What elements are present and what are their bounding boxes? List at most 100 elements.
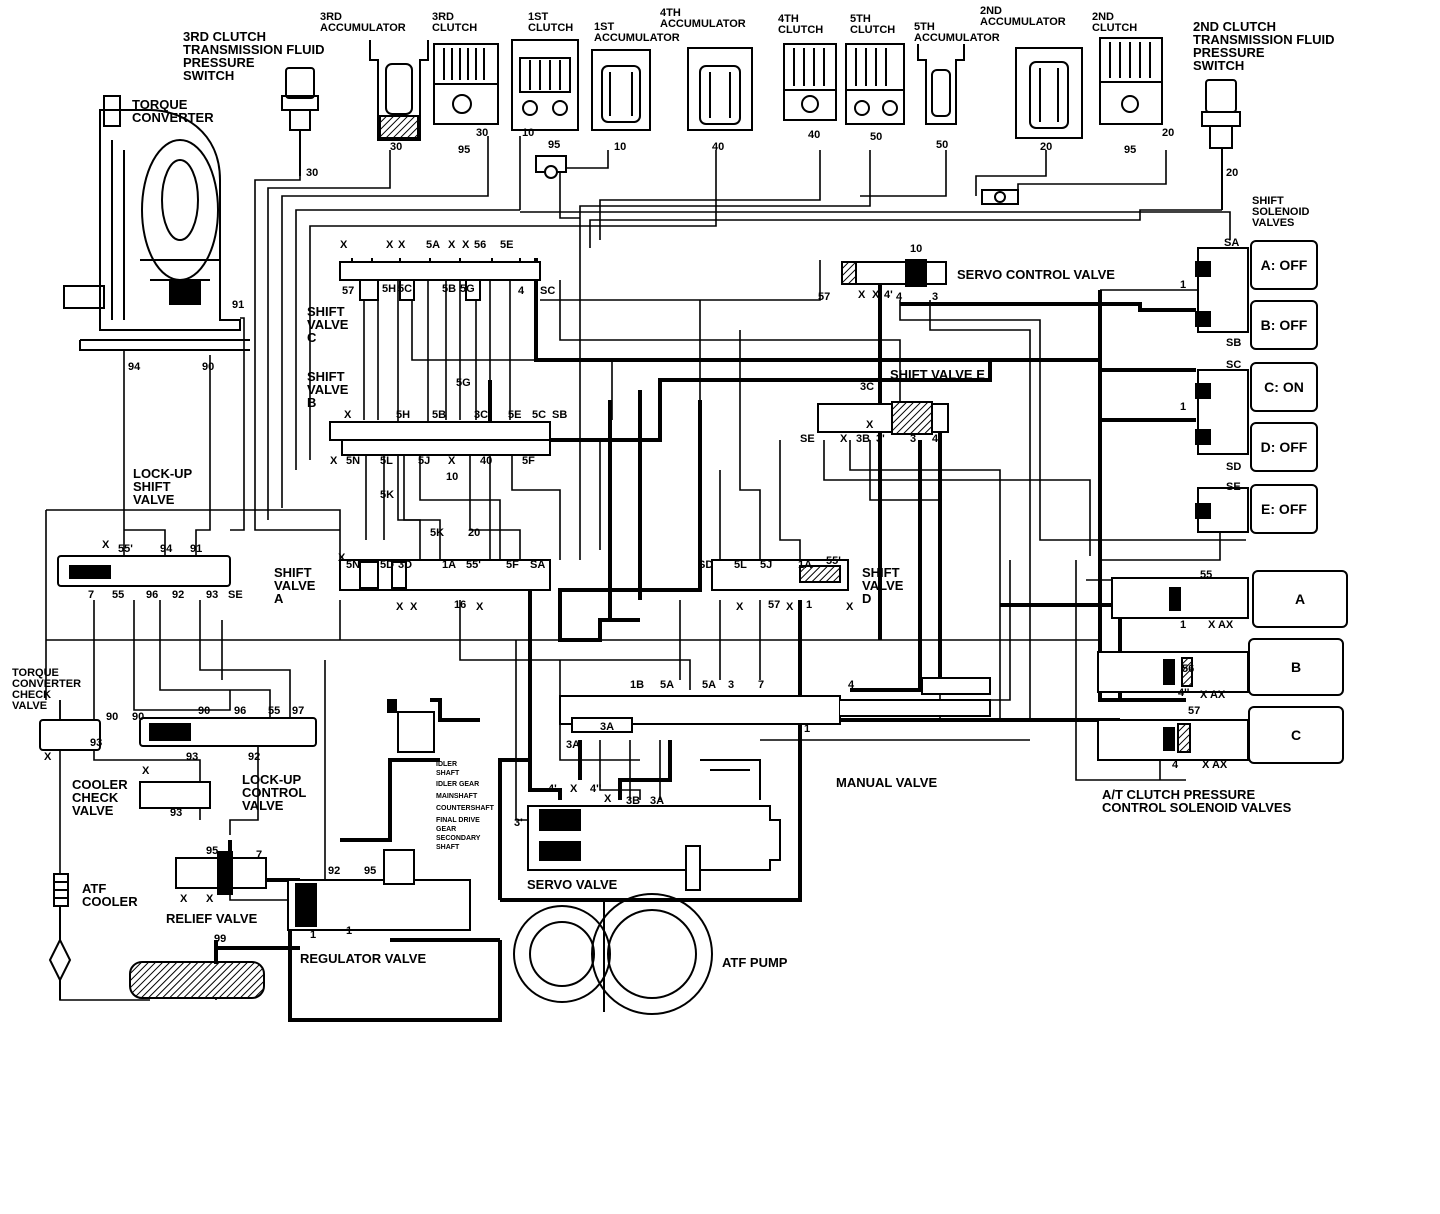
port-code-label: 1A xyxy=(798,559,813,571)
label-servo-control-valve: SERVO CONTROL VALVE xyxy=(957,267,1115,282)
port-code-label: 5B xyxy=(432,409,447,421)
port-code-label: 57 xyxy=(1188,705,1201,717)
label-2nd-accumulator: 2ND ACCUMULATOR xyxy=(980,5,1066,28)
label-5th-accumulator: 5TH ACCUMULATOR xyxy=(914,21,1000,44)
label-1st-accumulator: 1ST ACCUMULATOR xyxy=(594,21,680,44)
label-servo-valve: SERVO VALVE xyxy=(527,877,618,892)
label-2nd-clutch: 2ND CLUTCH xyxy=(1092,11,1138,34)
port-code-label: 3C xyxy=(474,409,489,421)
port-code-label: 56 xyxy=(1182,663,1195,675)
label-torque-converter-check-valve: TORQUE CONVERTER CHECK VALVE xyxy=(12,667,82,712)
port-code-label: 10 xyxy=(614,141,627,153)
port-code-label: 30 xyxy=(476,127,489,139)
port-code-label: X xyxy=(858,289,866,301)
port-code-label: 57 xyxy=(342,285,355,297)
port-code-label: 40 xyxy=(808,129,821,141)
port-code-label: X AX xyxy=(1202,759,1228,771)
port-code-label: 1A xyxy=(442,559,457,571)
port-code-label: X xyxy=(344,409,352,421)
label-3rd-clutch-pressure-switch: 3RD CLUTCH TRANSMISSION FLUID PRESSURE S… xyxy=(183,29,325,83)
port-code-label: 90 xyxy=(202,361,215,373)
label-3rd-clutch: 3RD CLUTCH xyxy=(432,11,478,34)
port-code-label: SD xyxy=(1226,461,1242,473)
port-code-label: 4 xyxy=(518,285,525,297)
port-code-label: X xyxy=(410,601,418,613)
label-4th-accumulator: 4TH ACCUMULATOR xyxy=(660,7,746,30)
accumulator-2nd-icon xyxy=(1015,47,1083,139)
port-code-label: X xyxy=(386,239,394,251)
port-code-label: 3D xyxy=(398,559,413,571)
pressure-switch-2nd-icon xyxy=(1201,79,1241,210)
pressure-solenoid-c: C xyxy=(1248,706,1344,764)
clutch-2nd-icon xyxy=(1099,37,1163,125)
port-code-label: SE xyxy=(1226,481,1241,493)
label-cooler-check-valve: COOLER CHECK VALVE xyxy=(72,777,128,818)
port-code-label: 5G xyxy=(460,283,475,295)
port-code-label: 93 xyxy=(186,751,199,763)
port-code-label: SB xyxy=(1226,337,1242,349)
port-code-label: 4 xyxy=(848,679,855,691)
port-code-label: X xyxy=(604,793,612,805)
port-code-label: X xyxy=(338,552,346,564)
port-code-label: 5A xyxy=(702,679,717,691)
port-code-label: 20 xyxy=(1040,141,1053,153)
label-shift-valve-a: SHIFT VALVE A xyxy=(274,565,316,606)
label-idler-shaft: IDLER SHAFT xyxy=(436,761,460,777)
port-code-label: 55 xyxy=(1200,569,1213,581)
port-code-label: 20 xyxy=(1162,127,1175,139)
port-code-label: SC xyxy=(540,285,556,297)
label-countershaft: COUNTERSHAFT xyxy=(436,805,494,812)
label-1st-clutch: 1ST CLUTCH xyxy=(528,11,574,34)
port-code-label: 30 xyxy=(390,141,403,153)
clutch-1st-icon xyxy=(511,39,579,131)
label-mainshaft: MAINSHAFT xyxy=(436,793,478,800)
port-code-label: 5K xyxy=(430,527,445,539)
label-lockup-control-valve: LOCK-UP CONTROL VALVE xyxy=(242,772,307,813)
port-code-label: 20 xyxy=(1226,167,1239,179)
port-code-label: 7 xyxy=(758,679,765,691)
label-5th-clutch: 5TH CLUTCH xyxy=(850,13,896,36)
port-code-label: X xyxy=(786,601,794,613)
pressure-solenoid-blocks xyxy=(1097,577,1249,761)
accumulator-3rd-icon xyxy=(369,40,429,141)
accumulator-4th-icon xyxy=(687,47,753,131)
label-shift-valve-b: SHIFT VALVE B xyxy=(307,369,349,410)
port-code-label: X xyxy=(330,455,338,467)
port-code-label: X xyxy=(736,601,744,613)
port-code-label: 5E xyxy=(508,409,522,421)
port-code-label: 5N xyxy=(346,559,361,571)
atf-sump-icon xyxy=(129,961,265,999)
port-code-label: SA xyxy=(1224,237,1240,249)
port-code-label: 95 xyxy=(364,865,377,877)
pressure-solenoid-b: B xyxy=(1248,638,1344,696)
port-code-label: 7 xyxy=(256,849,263,861)
shift-solenoid-d: D: OFF xyxy=(1250,422,1318,472)
port-code-label: 94 xyxy=(128,361,141,373)
accumulator-5th-icon xyxy=(917,44,965,125)
port-code-label: 91 xyxy=(232,299,245,311)
port-code-label: 57 xyxy=(818,291,831,303)
port-code-label: 5A xyxy=(660,679,675,691)
port-code-label: 1 xyxy=(1180,279,1187,291)
port-code-label: 5H xyxy=(382,283,397,295)
port-code-label: X xyxy=(448,455,456,467)
label-atf-pump: ATF PUMP xyxy=(722,955,788,970)
port-code-label: 55' xyxy=(826,555,841,567)
port-code-label: 5D xyxy=(380,559,395,571)
port-code-label: 4 xyxy=(896,291,903,303)
port-code-label: 3C xyxy=(860,381,875,393)
port-code-label: 5F xyxy=(522,455,535,467)
port-code-label: 3' xyxy=(876,433,885,445)
port-code-label: 5C xyxy=(532,409,547,421)
port-code-label: 5L xyxy=(734,559,747,571)
port-code-label: 5A xyxy=(426,239,441,251)
label-shift-valve-c: SHIFT VALVE C xyxy=(307,304,349,345)
port-code-label: 94 xyxy=(160,543,173,555)
port-code-label: SD xyxy=(698,559,714,571)
label-torque-converter: TORQUE CONVERTER xyxy=(132,97,214,125)
port-code-label: 1 xyxy=(310,929,317,941)
port-code-label: 10 xyxy=(446,471,459,483)
port-code-label: X xyxy=(846,601,854,613)
port-code-label: 92 xyxy=(172,589,185,601)
port-code-label: X xyxy=(340,239,348,251)
